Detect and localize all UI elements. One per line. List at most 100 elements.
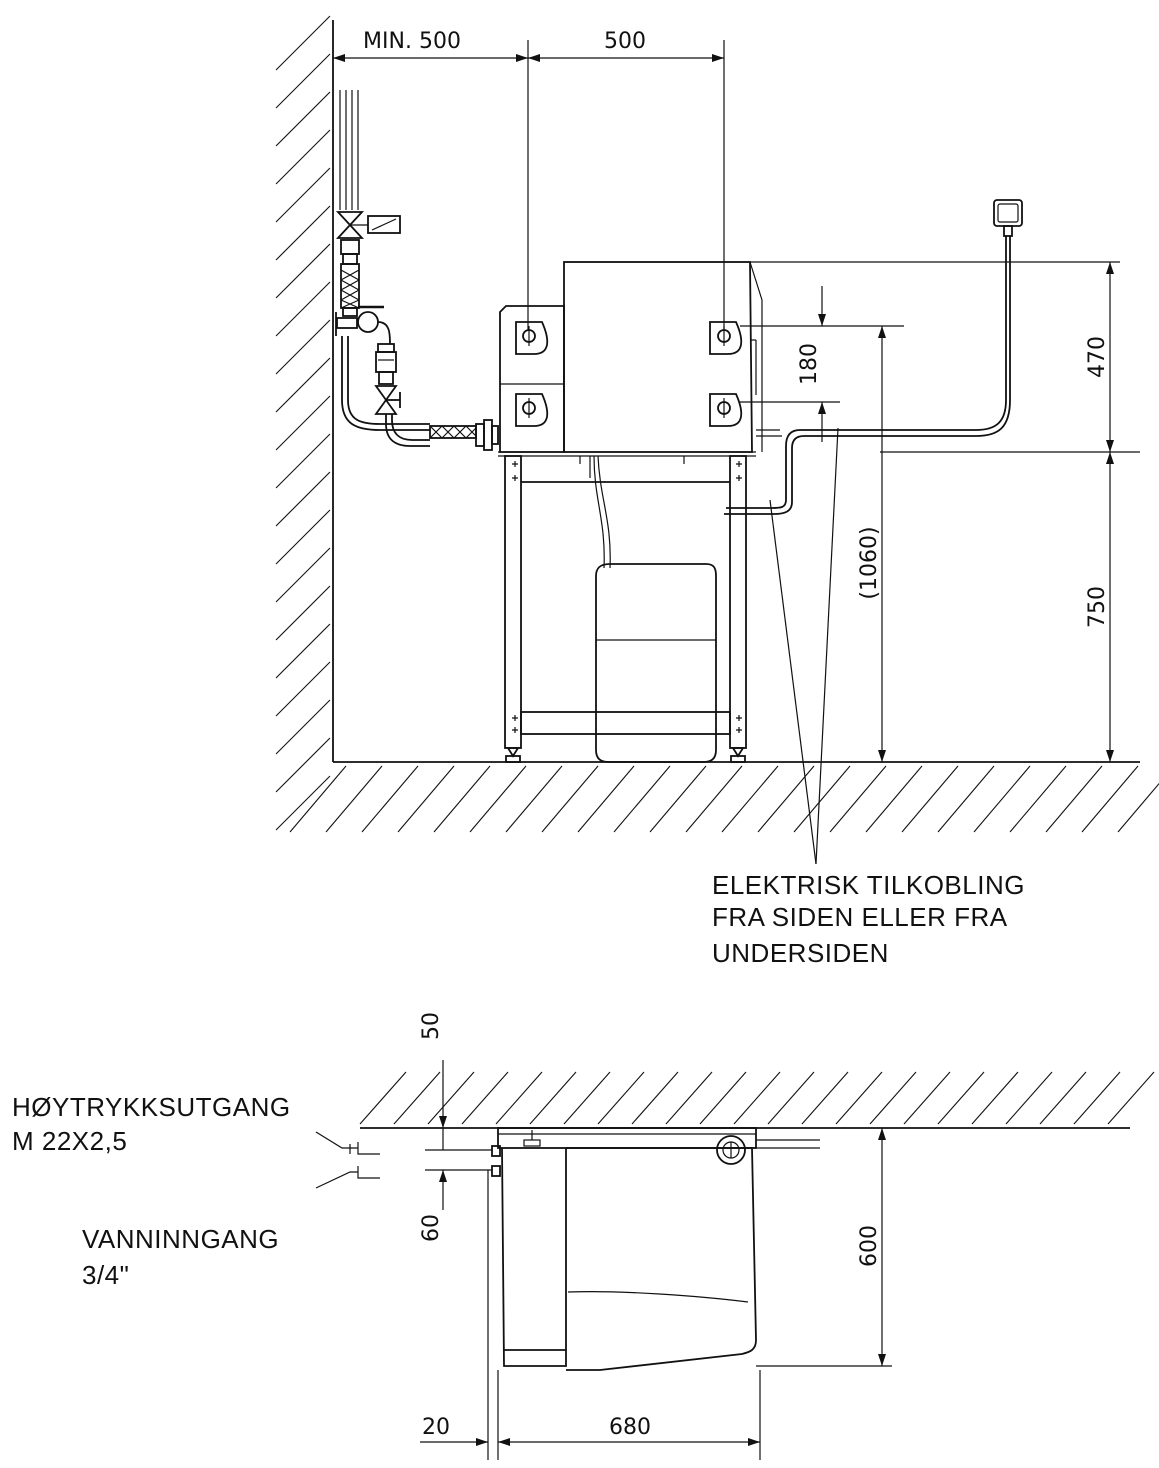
hatch-line [275,281,331,337]
hatch-line [1045,765,1103,833]
hatch-line [613,765,671,833]
hatch-line [1039,1071,1087,1125]
hatch-line [829,765,887,833]
hatch-line [275,509,331,565]
hatch-line [541,765,599,833]
hatch-line [505,765,563,833]
hatch-line [649,765,707,833]
inlet-note-line-2: 3/4" [82,1260,129,1290]
hatch-line [665,1071,713,1125]
hatch-line [461,1071,509,1125]
hatch-line [529,1071,577,1125]
hatch-line [275,433,331,489]
hatch-line [835,1071,883,1125]
hatch-line [275,205,331,261]
hatch-line [275,661,331,717]
hatch-line [275,547,331,603]
inlet-note-line-1: VANNINNGANG [82,1224,279,1254]
hatch-line [767,1071,815,1125]
electrical-note-line-1: ELEKTRISK TILKOBLING [712,870,1025,900]
hatch-line [275,91,331,147]
hatch-line [597,1071,645,1125]
hatch-line [275,585,331,641]
hatch-line [699,1071,747,1125]
hatch-line [685,765,743,833]
hatch-line [1081,765,1139,833]
plan-wall-hatching [359,1071,1155,1129]
hatch-line [757,765,815,833]
dim-wall-gap: 50 [419,1012,444,1040]
hatch-line [427,1071,475,1125]
hatch-line [275,395,331,451]
dim-width: 680 [609,1415,651,1440]
hatch-line [275,319,331,375]
dim-total-height: (1060) [857,526,882,599]
wall-hatching [275,15,334,831]
hatch-line [325,765,383,833]
hatch-line [275,129,331,185]
hatch-line [433,765,491,833]
top-dimensions: MIN. 500 500 [333,29,725,330]
hatch-line [393,1071,441,1125]
water-inlet-note: VANNINNGANG 3/4" [82,1224,279,1290]
hatch-line [973,765,1031,833]
dim-outlet-offset: 60 [419,1214,444,1242]
hatch-line [865,765,923,833]
hatch-line [469,765,527,833]
hatch-line [1073,1071,1121,1125]
mount-point-upper-right [709,321,743,355]
hatch-line [275,737,331,793]
stand [504,455,747,763]
hatch-line [971,1071,1019,1125]
side-view: MIN. 500 500 [275,15,1159,968]
electrical-connection-note: ELEKTRISK TILKOBLING FRA SIDEN ELLER FRA… [712,870,1025,968]
dim-hole-spacing: 180 [797,343,822,385]
high-pressure-outlet-note: HØYTRYKKSUTGANG M 22X2,5 [12,1092,290,1156]
electrical-note-line-3: UNDERSIDEN [712,938,889,968]
mount-point-upper-left [515,321,549,355]
dim-top-height: 470 [1085,336,1110,378]
hatch-line [631,1071,679,1125]
hatch-line [577,765,635,833]
hatch-line [275,357,331,413]
dim-side-gap: 20 [422,1415,450,1440]
floor-hatching [289,761,1159,833]
plan-view: 50 60 HØYTRYKKSUTGANG M 22X2,5 VANNINNGA… [12,1012,1155,1460]
dim-stand-height: 750 [1085,586,1110,628]
hatch-line [901,765,959,833]
water-supply-assembly [335,90,499,451]
electrical-leaders [769,427,839,865]
hatch-line [359,1071,407,1125]
hatch-line [721,765,779,833]
hatch-line [801,1071,849,1125]
hatch-line [937,1071,985,1125]
hatch-line [563,1071,611,1125]
hatch-line [397,765,455,833]
hatch-line [275,699,331,755]
hatch-line [937,765,995,833]
hatch-line [275,471,331,527]
detergent-canister [595,563,717,763]
hatch-line [733,1071,781,1125]
electrical-switch-box [724,199,1023,515]
hatch-line [275,775,331,831]
hatch-line [495,1071,543,1125]
hatch-line [361,765,419,833]
dim-wall-clearance: MIN. 500 [363,29,461,54]
hatch-line [793,765,851,833]
machine-plan-outline [491,1127,820,1371]
plan-depth-dimension: 600 [756,1128,892,1367]
hatch-line [275,15,331,71]
dim-depth: 600 [857,1225,882,1267]
hatch-line [275,623,331,679]
hatch-line [275,167,331,223]
hatch-line [1117,782,1159,833]
hatch-line [869,1071,917,1125]
mount-point-lower-left [515,393,549,427]
hatch-line [903,1071,951,1125]
mount-point-lower-right [709,393,743,427]
outlet-note-line-2: M 22X2,5 [12,1126,127,1156]
height-dimensions: 470 750 (1060) 180 [740,262,1140,762]
machine-body [498,261,1120,457]
